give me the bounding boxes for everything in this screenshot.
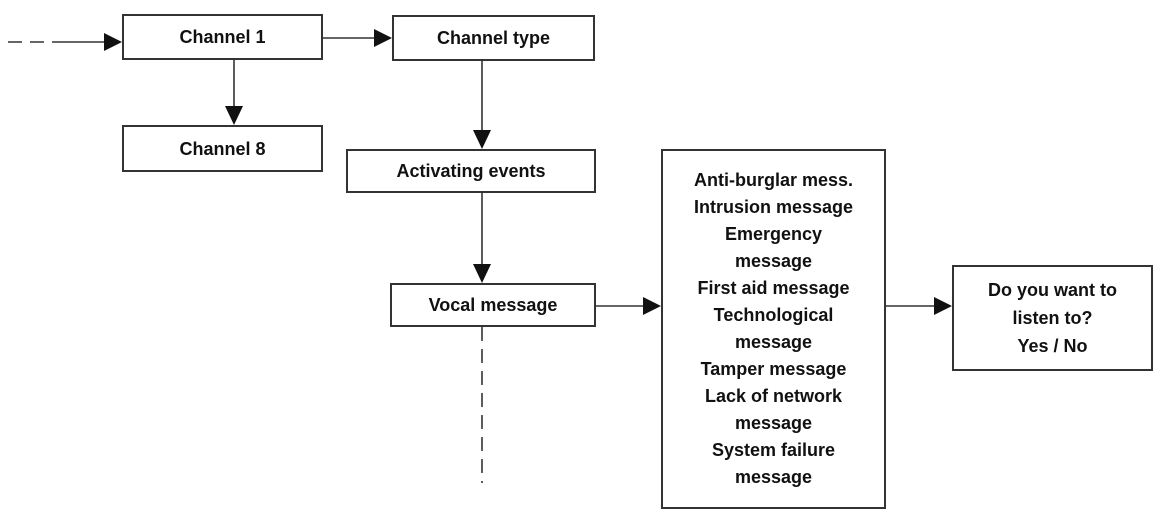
listen-prompt-box: Do you want to listen to? Yes / No <box>952 265 1153 371</box>
arrow-messagetypes-to-prompt <box>886 297 952 315</box>
channel-8-label: Channel 8 <box>179 138 266 159</box>
arrow-channeltype-to-activating <box>473 61 491 149</box>
listen-prompt-line: Do you want to <box>988 280 1117 300</box>
channel-type-label: Channel type <box>436 28 551 48</box>
arrow-activating-to-vocal <box>473 192 491 283</box>
listen-prompt-line: Yes / No <box>1017 336 1088 356</box>
listen-prompt-line: listen to? <box>1012 308 1093 328</box>
message-type-line: Intrusion message <box>693 197 854 217</box>
message-type-line: Technological <box>713 305 834 325</box>
message-types-box: Anti-burglar mess. Intrusion message Eme… <box>661 149 886 509</box>
message-type-line: message <box>734 332 813 352</box>
message-type-line: message <box>734 251 813 271</box>
message-type-line: Emergency <box>724 224 823 244</box>
message-type-line: message <box>734 467 813 487</box>
message-type-line: Tamper message <box>700 359 847 379</box>
vocal-message-box: Vocal message <box>390 283 596 327</box>
channel-type-box: Channel type <box>392 15 595 61</box>
arrow-vocal-to-messagetypes <box>596 297 661 315</box>
channel-1-box: Channel 1 <box>122 14 323 60</box>
incoming-arrow <box>8 33 122 51</box>
message-type-line: message <box>734 413 813 433</box>
arrow-channel1-to-channeltype <box>323 29 392 47</box>
message-type-line: First aid message <box>697 278 850 298</box>
activating-events-label: Activating events <box>396 161 546 181</box>
message-type-line: Anti-burglar mess. <box>693 170 854 190</box>
vocal-message-label: Vocal message <box>428 295 558 315</box>
channel-8-box: Channel 8 <box>122 125 323 172</box>
activating-events-box: Activating events <box>346 149 596 193</box>
message-type-line: System failure <box>711 440 836 460</box>
message-type-line: Lack of network <box>704 386 843 406</box>
arrow-channel1-to-channel8 <box>225 60 243 125</box>
channel-1-label: Channel 1 <box>179 27 266 47</box>
